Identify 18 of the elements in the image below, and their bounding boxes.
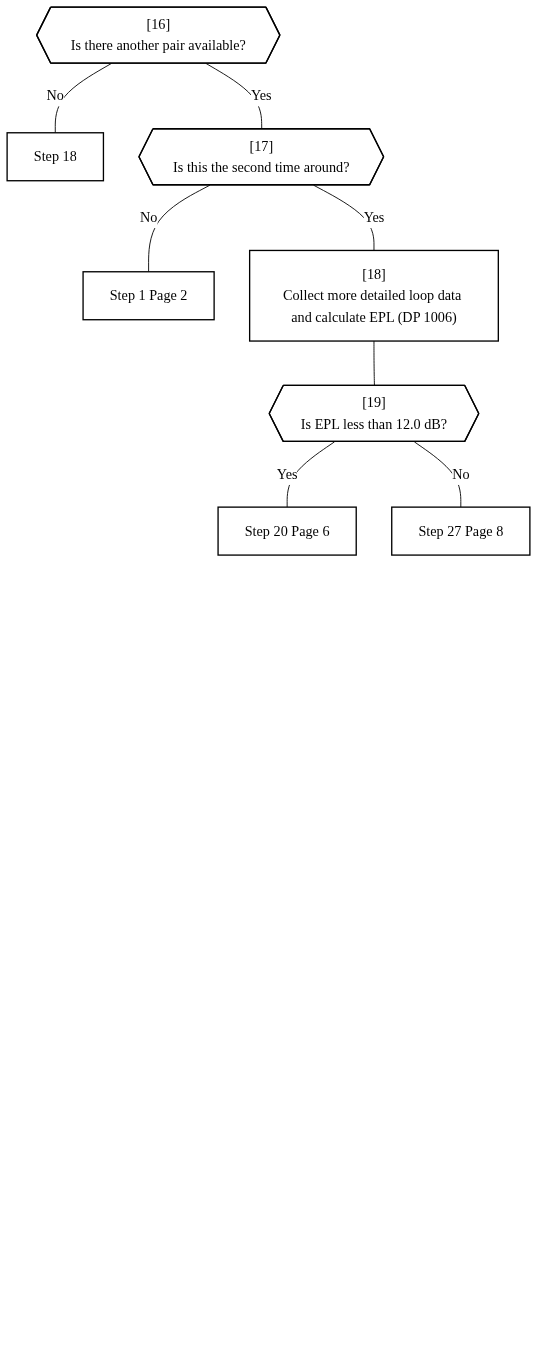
node-box: Step 20 Page 6 <box>217 506 357 556</box>
node-box: Step 18 <box>6 132 105 182</box>
edge-label: Yes <box>250 87 272 104</box>
edge-label: No <box>452 466 470 482</box>
connector <box>286 441 335 508</box>
edge-label: No <box>139 209 158 225</box>
edge-label: Yes <box>276 466 298 482</box>
connector <box>313 184 375 251</box>
edge-label: No <box>46 87 64 104</box>
connector <box>413 441 462 508</box>
connector <box>373 340 375 387</box>
node-box: Step 1 Page 2 <box>82 271 215 321</box>
node-box: Step 27 Page 8 <box>391 506 531 556</box>
edge-label: Yes <box>363 209 385 225</box>
node-box: [18] Collect more detailed loop data and calculate EPL (DP 1006) <box>248 249 499 342</box>
connector <box>148 184 211 273</box>
connector <box>54 63 112 134</box>
connector <box>205 63 263 130</box>
